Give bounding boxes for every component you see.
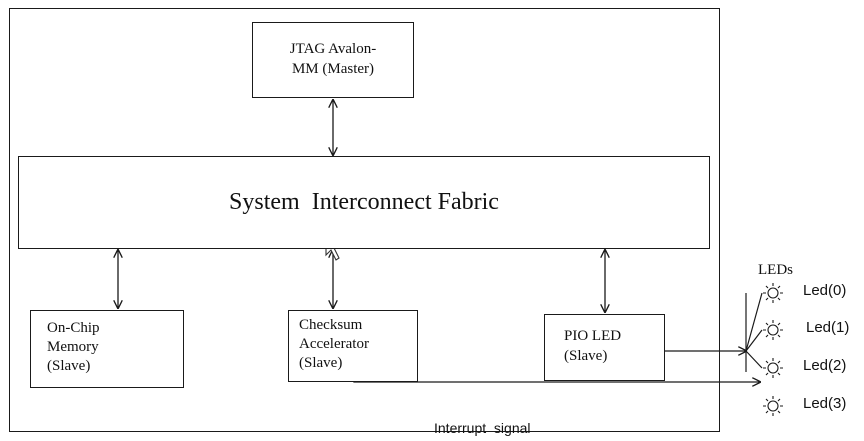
led-icon-0 [763, 283, 783, 303]
onchip-label-line1: On-Chip [47, 320, 100, 336]
led-label-2: Led(2) [803, 357, 847, 374]
checksum-label-line1: Checksum [299, 317, 363, 333]
system-interconnect-fabric-block: System Interconnect Fabric [18, 156, 710, 249]
led-label-3: Led(3) [803, 395, 847, 412]
checksum-accelerator-block: Checksum Accelerator (Slave) [288, 310, 418, 382]
onchip-label-line3: (Slave) [47, 358, 91, 374]
led-label-1: Led(1) [806, 319, 850, 336]
jtag-label-line2: MM (Master) [291, 61, 375, 77]
checksum-label-line3: (Slave) [299, 355, 343, 371]
led-icon-2 [763, 358, 783, 378]
led-fanout [745, 292, 763, 369]
onchip-memory-block: On-Chip Memory (Slave) [30, 310, 184, 388]
checksum-label-line2: Accelerator [299, 336, 369, 352]
jtag-avalon-master-block: JTAG Avalon- MM (Master) [252, 22, 414, 98]
interrupt-signal-label: Interrupt signal [434, 420, 531, 436]
fabric-label: System Interconnect Fabric [229, 189, 499, 215]
leds-header: LEDs [758, 262, 793, 278]
pio-led-block: PIO LED (Slave) [544, 314, 665, 381]
jtag-label-line1: JTAG Avalon- [289, 41, 377, 57]
pio-label-line1: PIO LED [564, 328, 622, 344]
pio-label-line2: (Slave) [564, 348, 608, 364]
led-icon-1 [763, 320, 783, 340]
onchip-label-line2: Memory [47, 339, 99, 355]
led-icon-3 [763, 396, 783, 416]
led-label-0: Led(0) [803, 282, 847, 299]
